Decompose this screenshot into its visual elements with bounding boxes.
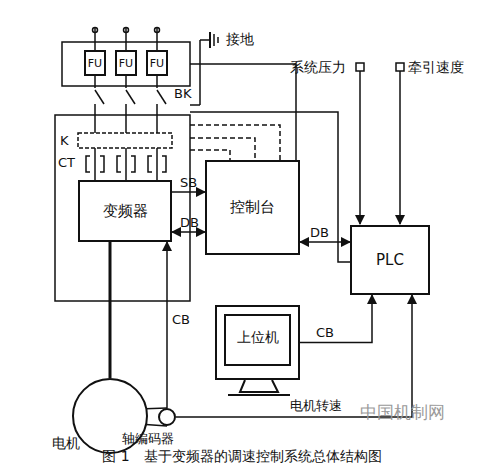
ground-label: 接地: [226, 32, 254, 47]
edge-label: DB: [310, 225, 329, 240]
edge-label: CB: [172, 312, 190, 327]
fuse-box: FU: [115, 50, 137, 76]
signal-connector: [109, 242, 112, 378]
edge-label: DB: [180, 215, 199, 230]
node-text: 电机: [52, 435, 80, 453]
node-text: FU: [150, 57, 164, 70]
edge-label: 电机转速: [290, 398, 342, 413]
contactor-label: K: [60, 133, 69, 148]
node-text: 轴编码器: [122, 430, 174, 448]
signal-connector: [176, 295, 412, 417]
fuse-box: FU: [146, 50, 168, 76]
node-text: FU: [88, 57, 102, 70]
ct-label: CT: [58, 155, 75, 170]
inverter-box: 变频器: [78, 180, 172, 242]
node-text: 控制台: [230, 198, 275, 217]
node-text: PLC: [376, 251, 404, 269]
plc-box: PLC: [350, 225, 430, 295]
switch-label: BK: [174, 86, 191, 101]
host-computer: 上位机: [215, 305, 300, 380]
node-text: FU: [119, 57, 133, 70]
input-label: 牵引速度: [408, 60, 464, 75]
input-label: 系统压力: [290, 60, 346, 75]
edge-label: CB: [316, 325, 334, 340]
console-box: 控制台: [205, 160, 300, 255]
signal-connector: [300, 295, 372, 343]
node-text: 上位机: [237, 329, 279, 347]
fuse-box: FU: [84, 50, 106, 76]
edge-label: SB: [180, 175, 197, 190]
signal-connector: [166, 242, 168, 408]
signal-connector: [300, 241, 350, 243]
signal-connector: [172, 191, 205, 193]
encoder-circle: 轴编码器: [158, 408, 176, 426]
watermark: 中国机制网: [360, 405, 445, 420]
node-text: 变频器: [103, 202, 148, 221]
signal-connector: [172, 231, 205, 233]
figure-caption: 图 1 基于变频器的调速控制系统总体结构图: [0, 448, 484, 465]
